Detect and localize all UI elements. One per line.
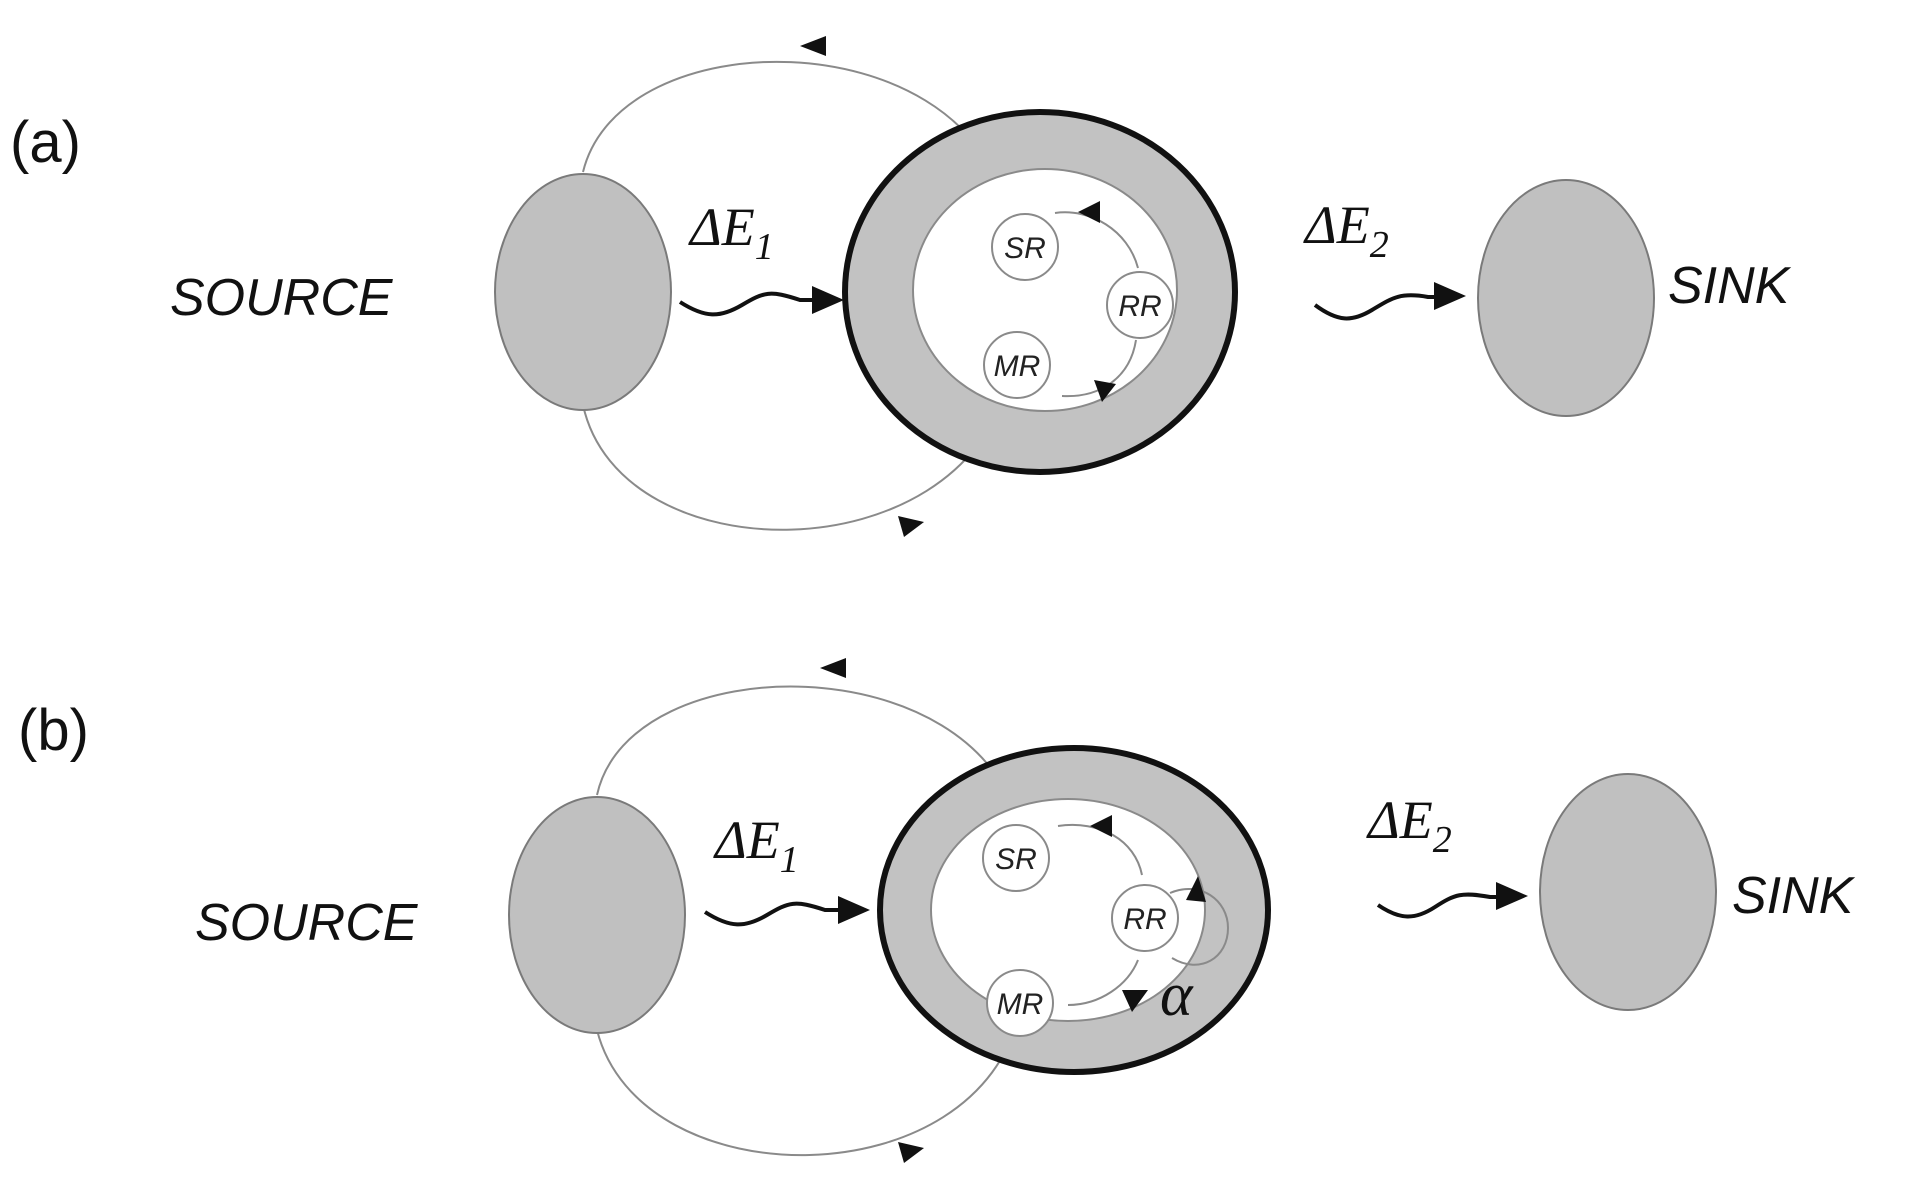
panel-a-sr-rr-arrowhead (1078, 201, 1100, 223)
panel-b-mr-rr-link (1067, 959, 1139, 1006)
panel-b-source-label: SOURCE (195, 894, 419, 952)
panel-a-cell-interior (912, 168, 1178, 412)
panel-a-mr-rr-arrowhead (1094, 380, 1116, 402)
panel-b-energy-in-arrow (703, 901, 840, 927)
panel-b-sink-label: SINK (1732, 867, 1856, 925)
panel-a-node-rr (1106, 271, 1174, 339)
panel-b-node-sr-label: SR (995, 843, 1037, 876)
panel-b-node-rr-label: RR (1123, 903, 1166, 936)
panel-a-source-label: SOURCE (170, 269, 394, 327)
panel-a-energy-out-symbol: ΔE (1303, 195, 1370, 255)
panel-a-energy-out-subscript: 2 (1370, 224, 1389, 266)
panel-b-energy-in-arrowhead (838, 896, 870, 924)
panel-b-sink-reservoir (1539, 773, 1717, 1011)
panel-a-energy-in-subscript: 1 (755, 226, 774, 268)
panel-a-sink-reservoir (1477, 179, 1655, 417)
panel-a-sink-label: SINK (1668, 257, 1792, 315)
panel-a-energy-out-arrow (1313, 293, 1438, 321)
panel-b-node-mr-label: MR (997, 988, 1044, 1021)
panel-a-top-loop-arrowhead (800, 36, 826, 56)
panel-b-energy-out-arrowhead (1496, 882, 1528, 910)
panel-b-energy-out-subscript: 2 (1433, 819, 1452, 861)
panel-a-node-mr (983, 331, 1051, 399)
panel-a-node-mr-label: MR (994, 350, 1041, 383)
panel-b-sr-rr-link (1057, 824, 1143, 876)
panel-b-top-loop-arrowhead (820, 658, 846, 678)
panel-b-node-mr (986, 969, 1054, 1037)
panel-b-node-sr (982, 824, 1050, 892)
panel-a: (a) SOURCE SINK ΔE1 SR RR MR (10, 36, 1792, 537)
panel-b-energy-out-arrow (1376, 892, 1500, 919)
panel-a-energy-in-symbol: ΔE (688, 197, 755, 257)
panel-b-mr-rr-arrowhead (1122, 990, 1148, 1012)
panel-b-bottom-loop (596, 1009, 1021, 1157)
panel-b-node-rr (1111, 884, 1179, 952)
panel-a-energy-in: ΔE1 (688, 197, 774, 268)
panel-a-sr-rr-link (1054, 211, 1139, 269)
panel-b-label: (b) (18, 698, 89, 763)
panel-a-source-reservoir (494, 173, 672, 411)
panel-b-energy-out: ΔE2 (1366, 790, 1452, 861)
panel-b-bottom-loop-arrowhead (898, 1142, 924, 1163)
panel-a-node-sr (991, 213, 1059, 281)
panel-b-energy-in-symbol: ΔE (713, 810, 780, 870)
panel-a-mr-rr-link (1061, 339, 1137, 398)
panel-b-energy-out-symbol: ΔE (1366, 790, 1433, 850)
panel-a-node-sr-label: SR (1004, 232, 1046, 265)
panel-b-self-loop-label: α (1160, 961, 1194, 1029)
panel-a-node-rr-label: RR (1118, 290, 1161, 323)
panel-b-top-loop (596, 685, 1021, 831)
panel-b: (b) SOURCE SINK ΔE1 α SR RR (18, 658, 1856, 1163)
panel-a-energy-out-arrowhead (1434, 282, 1466, 310)
panel-b-energy-in: ΔE1 (713, 810, 799, 881)
panel-a-energy-out: ΔE2 (1303, 195, 1389, 266)
panel-b-sr-rr-arrowhead (1090, 815, 1112, 837)
panel-b-source-reservoir (508, 796, 686, 1034)
panel-a-label: (a) (10, 110, 81, 175)
panel-b-energy-in-subscript: 1 (780, 839, 799, 881)
panel-a-energy-in-arrowhead (812, 286, 844, 314)
panel-a-bottom-loop-arrowhead (898, 516, 924, 537)
panel-b-rr-self-loop-arrowhead (1186, 876, 1206, 902)
panel-a-energy-in-arrow (678, 291, 815, 317)
